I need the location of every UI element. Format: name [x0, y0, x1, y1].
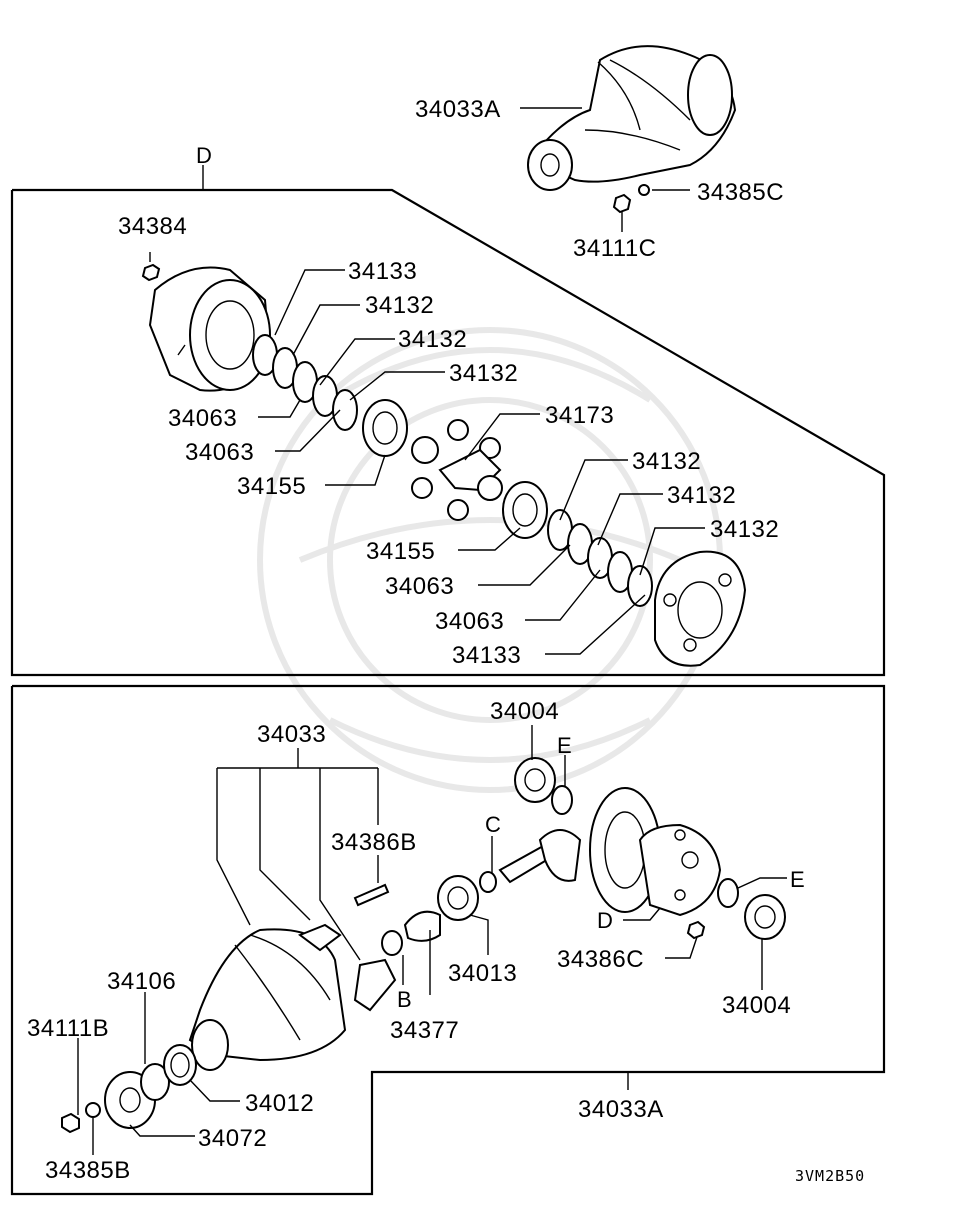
- label-34004-top: 34004: [490, 698, 559, 725]
- label-B: B: [397, 987, 412, 1012]
- clutch-plates-right: [502, 481, 653, 607]
- housing-bracket-lines: [216, 748, 379, 961]
- label-34132-c: 34132: [449, 360, 518, 387]
- label-34033A-bottom: 34033A: [578, 1096, 664, 1123]
- section-main-frame: [10, 684, 886, 1196]
- bottom-housing: [188, 923, 397, 1071]
- label-34386B: 34386B: [331, 829, 417, 856]
- label-34155-b: 34155: [366, 538, 435, 565]
- leader-lines-main: [77, 725, 787, 1155]
- pinion-parts: [61, 829, 582, 1134]
- label-34386C: 34386C: [557, 946, 644, 973]
- label-D-case: D: [597, 908, 613, 933]
- label-C: C: [485, 812, 501, 837]
- label-E-top: E: [557, 733, 572, 758]
- label-34155-a: 34155: [237, 473, 306, 500]
- label-34012: 34012: [245, 1090, 314, 1117]
- label-34132-e: 34132: [667, 482, 736, 509]
- label-34385C: 34385C: [697, 179, 784, 206]
- diagram-code: 3VM2B50: [795, 1167, 865, 1185]
- callout-labels: 34033A 34385C 34111C D 34384 34133 34132…: [27, 96, 865, 1185]
- label-34384: 34384: [118, 213, 187, 240]
- label-34173: 34173: [545, 402, 614, 429]
- label-34377: 34377: [390, 1017, 459, 1044]
- label-D-section: D: [196, 143, 212, 168]
- left-diff-case: [141, 263, 272, 392]
- label-34063-b: 34063: [185, 439, 254, 466]
- label-34106: 34106: [107, 968, 176, 995]
- label-34133-lower: 34133: [452, 642, 521, 669]
- label-E-right: E: [790, 867, 805, 892]
- label-34013: 34013: [448, 960, 517, 987]
- label-34063-d: 34063: [435, 608, 504, 635]
- label-34063-c: 34063: [385, 573, 454, 600]
- label-34072: 34072: [198, 1125, 267, 1152]
- label-34133-upper: 34133: [348, 258, 417, 285]
- right-diff-case: [654, 550, 747, 667]
- label-34132-f: 34132: [710, 516, 779, 543]
- label-34132-b: 34132: [398, 326, 467, 353]
- bearings-and-shims: [514, 757, 786, 940]
- label-34004-right: 34004: [722, 992, 791, 1019]
- ring-gear-and-case: [589, 787, 722, 940]
- label-34033A-top: 34033A: [415, 96, 501, 123]
- label-34063-a: 34063: [168, 405, 237, 432]
- label-34111B: 34111B: [27, 1015, 109, 1042]
- label-34132-a: 34132: [365, 292, 434, 319]
- label-34033: 34033: [257, 721, 326, 748]
- clutch-plates-left: [252, 334, 408, 457]
- top-housing-assembly: [520, 45, 737, 232]
- side-gears-and-pinions: [411, 419, 503, 521]
- label-34132-d: 34132: [632, 448, 701, 475]
- leader-lines-section-d: [149, 252, 705, 655]
- label-34111C: 34111C: [573, 235, 657, 262]
- label-34385B: 34385B: [45, 1157, 131, 1184]
- section-d-frame: [10, 165, 886, 677]
